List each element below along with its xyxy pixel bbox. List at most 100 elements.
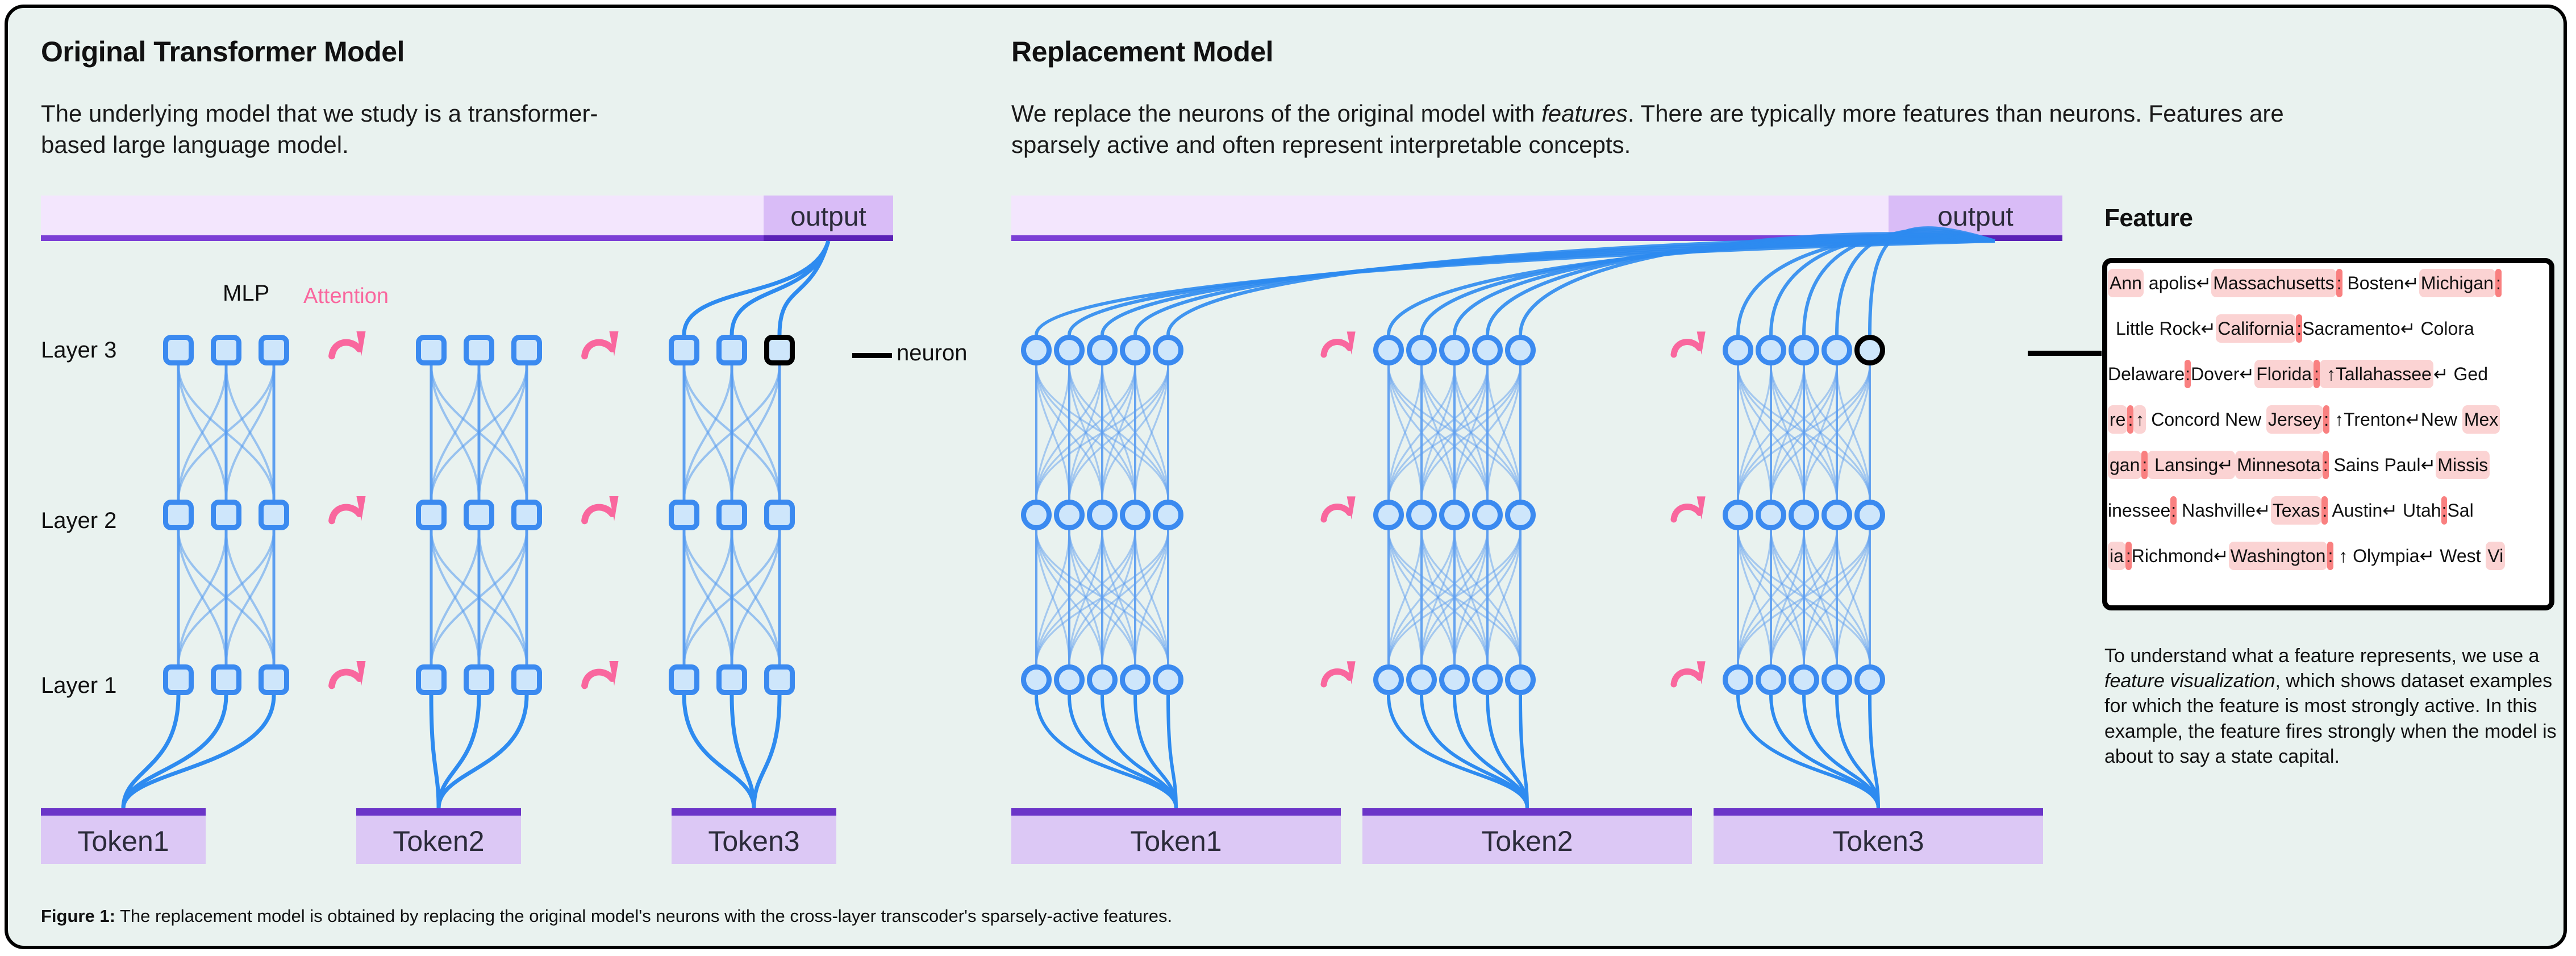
feature-example-row: gan: Lansing↵Minnesota: Sains Paul↵Missi… <box>2108 451 2490 479</box>
feature-node[interactable] <box>1472 500 1503 530</box>
feature-node[interactable] <box>1472 335 1503 365</box>
mlp-neuron-node[interactable] <box>669 664 699 695</box>
feature-node[interactable] <box>1021 335 1052 365</box>
mlp-neuron-node[interactable] <box>464 335 494 365</box>
token-box-left-3[interactable] <box>672 816 836 864</box>
feature-node[interactable] <box>1472 664 1503 695</box>
feature-token-highlighted: : <box>2323 405 2330 434</box>
mlp-neuron-node[interactable] <box>716 500 747 530</box>
mlp-neuron-node[interactable] <box>163 500 194 530</box>
feature-node[interactable] <box>1756 500 1786 530</box>
feature-node[interactable] <box>1439 664 1470 695</box>
left-panel-title: Original Transformer Model <box>41 36 405 68</box>
mlp-neuron-node[interactable] <box>669 500 699 530</box>
token-bar-left-1 <box>41 808 206 816</box>
feature-token-highlighted: Texas <box>2270 496 2322 525</box>
feature-node[interactable] <box>1087 664 1118 695</box>
mlp-neuron-node[interactable] <box>764 664 795 695</box>
token-box-left-2[interactable] <box>356 816 521 864</box>
feature-node[interactable] <box>1756 335 1786 365</box>
token-box-right-1[interactable] <box>1011 816 1341 864</box>
mlp-neuron-node[interactable] <box>464 664 494 695</box>
mlp-neuron-node[interactable] <box>416 664 447 695</box>
mlp-neuron-node[interactable] <box>211 664 241 695</box>
feature-token-highlighted: Missis <box>2436 451 2490 479</box>
feature-node[interactable] <box>1054 335 1085 365</box>
neuron-node-highlighted[interactable] <box>764 335 795 365</box>
mlp-neuron-node[interactable] <box>511 664 542 695</box>
mlp-neuron-node[interactable] <box>211 500 241 530</box>
feature-node[interactable] <box>1821 664 1852 695</box>
token-bar-right-2 <box>1362 808 1692 816</box>
token-bar-left-3 <box>672 808 836 816</box>
mlp-neuron-node[interactable] <box>416 500 447 530</box>
token-label-right-1: Token1 <box>1130 825 1222 857</box>
mlp-neuron-node[interactable] <box>163 335 194 365</box>
token-bar-right-1 <box>1011 808 1341 816</box>
mlp-neuron-node[interactable] <box>511 335 542 365</box>
feature-node[interactable] <box>1723 335 1753 365</box>
feature-node[interactable] <box>1373 335 1404 365</box>
mlp-neuron-node[interactable] <box>511 500 542 530</box>
feature-node[interactable] <box>1054 500 1085 530</box>
mlp-neuron-node[interactable] <box>764 500 795 530</box>
mlp-neuron-node[interactable] <box>259 500 289 530</box>
token-box-right-3[interactable] <box>1714 816 2043 864</box>
token-box-right-2[interactable] <box>1362 816 1692 864</box>
feature-node[interactable] <box>1505 500 1536 530</box>
mlp-neuron-node[interactable] <box>716 664 747 695</box>
feature-node[interactable] <box>1821 335 1852 365</box>
feature-node[interactable] <box>1505 335 1536 365</box>
feature-node[interactable] <box>1373 500 1404 530</box>
feature-token-highlighted: : <box>2441 496 2448 525</box>
mlp-neuron-node[interactable] <box>259 335 289 365</box>
mlp-neuron-node[interactable] <box>211 335 241 365</box>
feature-node[interactable] <box>1120 335 1151 365</box>
feature-node[interactable] <box>1153 335 1183 365</box>
feature-node[interactable] <box>1505 664 1536 695</box>
feature-node[interactable] <box>1756 664 1786 695</box>
feature-node[interactable] <box>1789 664 1819 695</box>
feature-node[interactable] <box>1120 664 1151 695</box>
feature-node[interactable] <box>1406 664 1437 695</box>
mlp-neuron-node[interactable] <box>163 664 194 695</box>
feature-node[interactable] <box>1087 500 1118 530</box>
mlp-neuron-node[interactable] <box>259 664 289 695</box>
feature-node[interactable] <box>1854 500 1885 530</box>
right-panel-title: Replacement Model <box>1011 36 1274 68</box>
feature-node[interactable] <box>1821 500 1852 530</box>
feature-token-highlighted: : <box>2495 269 2502 297</box>
feature-node[interactable] <box>1439 335 1470 365</box>
feature-node[interactable] <box>1120 500 1151 530</box>
feature-token-plain: inessee <box>2108 500 2171 521</box>
feature-node[interactable] <box>1153 664 1183 695</box>
feature-node[interactable] <box>1789 500 1819 530</box>
feature-token-plain: apolis↵ <box>2143 273 2212 293</box>
feature-node[interactable] <box>1373 664 1404 695</box>
feature-node[interactable] <box>1153 500 1183 530</box>
mlp-neuron-node[interactable] <box>416 335 447 365</box>
feature-token-plain: Austin↵ Utah <box>2328 500 2441 521</box>
feature-node[interactable] <box>1789 335 1819 365</box>
feature-node[interactable] <box>1054 664 1085 695</box>
feature-token-plain: Sal <box>2447 500 2474 521</box>
feature-node[interactable] <box>1021 664 1052 695</box>
mlp-neuron-node[interactable] <box>669 335 699 365</box>
feature-example-row: re:↑ Concord New Jersey: ↑Trenton↵New Me… <box>2108 405 2500 434</box>
feature-node[interactable] <box>1087 335 1118 365</box>
feature-node[interactable] <box>1723 500 1753 530</box>
mlp-neuron-node[interactable] <box>464 500 494 530</box>
feature-node[interactable] <box>1439 500 1470 530</box>
token-box-left-1[interactable] <box>41 816 206 864</box>
feature-token-highlighted: Minnesota <box>2235 451 2323 479</box>
feature-node[interactable] <box>1406 500 1437 530</box>
mlp-neuron-node[interactable] <box>716 335 747 365</box>
feature-node-highlighted[interactable] <box>1854 335 1885 365</box>
feature-node[interactable] <box>1723 664 1753 695</box>
feature-node[interactable] <box>1021 500 1052 530</box>
token-bar-right-3 <box>1714 808 2043 816</box>
feature-panel-title: Feature <box>2104 204 2193 232</box>
feature-node[interactable] <box>1406 335 1437 365</box>
feature-node[interactable] <box>1854 664 1885 695</box>
